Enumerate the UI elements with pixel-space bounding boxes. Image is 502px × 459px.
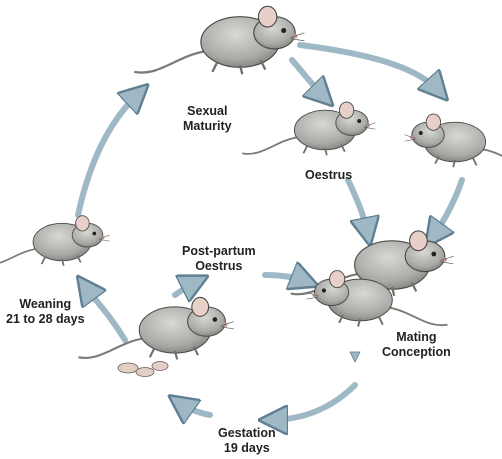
label-weaning: Weaning21 to 28 days (6, 297, 85, 327)
arrow-oestrus-to-mating (348, 180, 368, 235)
arrow-mating-to-gestation (270, 385, 355, 420)
arrow-postpartum-to-mating (265, 275, 308, 282)
arrow-female-to-mating (432, 180, 462, 238)
mouse-female-icon (405, 114, 502, 167)
cycle-arrows (78, 45, 462, 420)
label-mating-conception: MatingConception (382, 330, 451, 360)
arrow-gestation-to-birth (178, 402, 210, 415)
label-oestrus: Oestrus (305, 168, 352, 183)
arrow-birth-to-weaning (84, 285, 125, 340)
mouse-adult-icon (134, 6, 304, 74)
mouse-oestrus-female-icon (242, 102, 375, 155)
label-sexual-maturity: SexualMaturity (183, 104, 232, 134)
pups-icon (118, 362, 168, 377)
arrow-adult-to-female (292, 60, 325, 98)
mouse-weanling-icon (0, 216, 110, 266)
label-gestation: Gestation19 days (218, 426, 276, 456)
label-post-partum-oestrus: Post-partumOestrus (182, 244, 256, 274)
arrow-weaning-to-adult (78, 92, 140, 215)
arrow-adult-to-oestrus (300, 45, 440, 92)
arrow-birth-to-postpartum (175, 281, 198, 295)
small-arrowhead-icon (350, 352, 360, 362)
